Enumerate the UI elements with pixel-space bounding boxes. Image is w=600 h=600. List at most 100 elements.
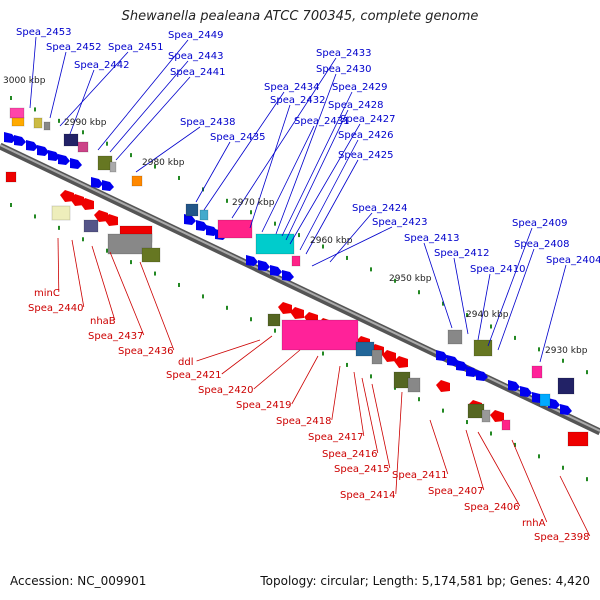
scale-tick [34, 107, 36, 112]
forward-gene-arrow [548, 398, 560, 409]
reverse-label-leader [395, 391, 403, 495]
forward-gene-label: Spea_2423 [372, 217, 427, 228]
scale-tick [34, 214, 36, 219]
forward-gene-label: Spea_2443 [168, 51, 223, 62]
reverse-label-leader [221, 335, 273, 375]
reverse-gene-label: Spea_2398 [534, 532, 589, 543]
feature-box [567, 431, 589, 447]
forward-gene-label: Spea_2438 [180, 117, 235, 128]
reverse-label-leader [361, 377, 379, 454]
forward-gene-arrow [466, 366, 478, 377]
scale-tick [106, 141, 108, 146]
reverse-label-leader [559, 475, 591, 537]
forward-label-leader [249, 104, 291, 229]
scale-tick [586, 477, 588, 482]
forward-gene-label: Spea_2452 [46, 42, 101, 53]
reverse-gene-label: Spea_2414 [340, 490, 395, 501]
reverse-label-leader [465, 429, 485, 491]
genome-summary-text: Topology: circular; Length: 5,174,581 bp… [260, 574, 590, 588]
reverse-gene-label: minC [34, 288, 60, 299]
scale-tick [442, 408, 444, 413]
forward-label-leader [231, 57, 337, 219]
scale-tick [346, 255, 348, 260]
forward-gene-label: Spea_2429 [332, 82, 387, 93]
feature-box [407, 377, 421, 393]
feature-box [199, 209, 209, 221]
forward-gene-arrow [560, 404, 572, 415]
reverse-gene-label: Spea_2421 [166, 370, 221, 381]
reverse-gene-label: Spea_2436 [118, 346, 173, 357]
reverse-gene-label: Spea_2407 [428, 486, 483, 497]
feature-box [141, 247, 161, 263]
forward-gene-arrow [70, 158, 82, 169]
forward-gene-arrow [258, 260, 270, 271]
forward-label-leader [203, 91, 285, 211]
forward-label-leader [135, 126, 201, 173]
feature-box [481, 409, 491, 423]
reverse-label-leader [511, 439, 548, 523]
scale-tick [322, 244, 324, 249]
scale-label: 2950 kbp [389, 274, 432, 284]
feature-box [217, 219, 253, 239]
scale-label: 2970 kbp [232, 198, 275, 208]
reverse-gene-label: Spea_2415 [334, 464, 389, 475]
feature-box [63, 133, 79, 147]
scale-tick [58, 225, 60, 230]
forward-label-leader [477, 273, 491, 341]
feature-box [43, 121, 51, 131]
scale-label: 2940 kbp [466, 310, 509, 320]
feature-box [9, 107, 25, 119]
feature-box [11, 117, 25, 127]
feature-box [107, 233, 153, 255]
scale-label: 2930 kbp [545, 346, 588, 356]
forward-gene-label: Spea_2412 [434, 248, 489, 259]
reverse-label-leader [91, 245, 116, 321]
scale-tick [10, 96, 12, 100]
forward-gene-arrow [26, 140, 38, 151]
scale-tick [250, 210, 252, 215]
reverse-label-leader [196, 339, 261, 362]
feature-box [291, 255, 301, 267]
scale-tick [274, 328, 276, 333]
scale-tick [418, 290, 420, 295]
reverse-label-leader [57, 237, 60, 293]
reverse-label-leader [253, 349, 301, 390]
forward-label-leader [487, 227, 533, 347]
feature-box [531, 365, 543, 379]
forward-gene-arrow [270, 265, 282, 276]
scale-tick [322, 351, 324, 356]
scale-tick [178, 175, 180, 180]
forward-gene-label: Spea_2442 [74, 60, 129, 71]
scale-tick [226, 305, 228, 310]
reverse-gene-arrow [382, 350, 396, 362]
reverse-gene-arrow [80, 198, 94, 210]
scale-tick [370, 374, 372, 379]
feature-box [267, 313, 281, 327]
forward-label-leader [285, 109, 349, 241]
feature-box [83, 219, 99, 233]
forward-gene-label: Spea_2425 [338, 150, 393, 161]
forward-label-leader [109, 60, 189, 153]
scale-tick [298, 233, 300, 238]
feature-box [5, 171, 17, 183]
scale-tick [538, 454, 540, 459]
forward-gene-arrow [4, 132, 16, 143]
forward-gene-label: Spea_2449 [168, 30, 223, 41]
forward-label-leader [423, 242, 453, 329]
genome-backbone-highlight [0, 144, 600, 432]
reverse-gene-label: Spea_2406 [464, 502, 519, 513]
forward-gene-label: Spea_2431 [294, 116, 349, 127]
reverse-label-leader [139, 261, 175, 351]
feature-box [501, 419, 511, 431]
feature-box [371, 349, 383, 365]
reverse-gene-label: rnhA [522, 518, 546, 529]
feature-box [557, 377, 575, 395]
forward-gene-arrow [48, 150, 60, 161]
forward-gene-arrow [196, 220, 208, 231]
reverse-gene-arrow [490, 410, 504, 422]
forward-gene-arrow [456, 360, 468, 371]
reverse-gene-label: Spea_2417 [308, 432, 363, 443]
reverse-gene-label: Spea_2437 [88, 331, 143, 342]
forward-label-leader [261, 125, 315, 233]
scale-tick [82, 130, 84, 135]
